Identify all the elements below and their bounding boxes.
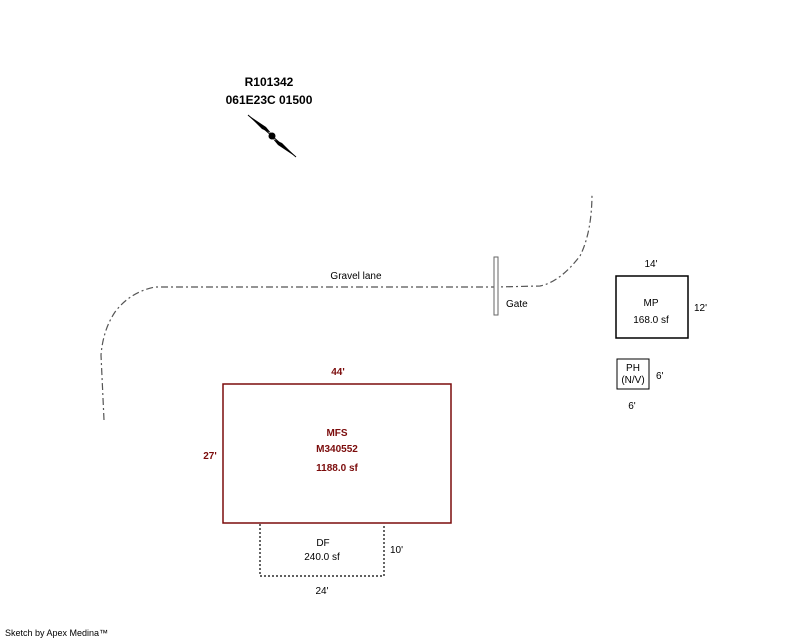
deck-area: 240.0 sf	[304, 552, 340, 563]
account-id: R101342	[245, 75, 294, 89]
mp-area: 168.0 sf	[633, 315, 669, 326]
compass-needle-icon	[247, 114, 297, 158]
ph-depth-label: 6'	[656, 371, 664, 382]
mp-width-label: 14'	[644, 259, 657, 270]
mp-code: MP	[644, 298, 659, 309]
ph-structure	[616, 358, 650, 390]
gate-marker	[493, 256, 499, 316]
deck-code: DF	[316, 538, 329, 549]
main-id: M340552	[316, 444, 358, 455]
main-code: MFS	[326, 428, 347, 439]
gravel-lane-label: Gravel lane	[330, 271, 382, 282]
map-tax-lot: 061E23C 01500	[226, 93, 313, 107]
ph-code: PH	[626, 363, 640, 374]
mp-structure	[615, 275, 689, 339]
ph-note: (N/V)	[621, 375, 644, 386]
mp-depth-label: 12'	[694, 303, 707, 314]
deck-depth-label: 10'	[390, 545, 403, 556]
main-depth-label: 27'	[203, 451, 217, 462]
main-area: 1188.0 sf	[316, 463, 358, 474]
deck-outline	[259, 524, 385, 577]
sketch-credit: Sketch by Apex Medina™	[5, 628, 108, 638]
ph-width-label: 6'	[628, 401, 636, 412]
gate-label: Gate	[506, 299, 528, 310]
main-width-label: 44'	[331, 367, 345, 378]
main-structure	[222, 383, 452, 524]
deck-width-label: 24'	[315, 586, 328, 597]
